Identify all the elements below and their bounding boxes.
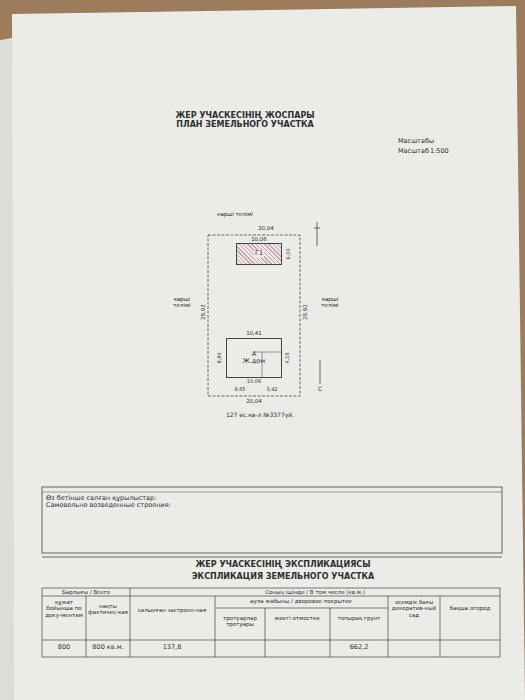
plan-label: 137,8 [132, 644, 212, 651]
building-text: Г1 [254, 250, 264, 257]
plan-label: 8,84 [217, 352, 223, 363]
plan-label: ЭКСПЛИКАЦИЯ ЗЕМЕЛЬНОГО УЧАСТКА [163, 572, 403, 581]
plan-label: 20,04 [239, 398, 269, 404]
plan-label: Соның ішінде / В том числе (кв.м.) [131, 589, 499, 595]
table-rule [388, 596, 389, 657]
room-partition [254, 352, 282, 353]
plan-label: аула жабыны / дворовое покрытие [216, 598, 386, 604]
plan-label: 29,92 [302, 304, 308, 320]
plan-label: С [314, 386, 326, 393]
building-box: Өз бетінше салған құрылыстар:Самовольно … [42, 493, 344, 521]
table-rule [86, 596, 87, 657]
orientation-line [317, 222, 318, 246]
plan-label: 29,92 [200, 304, 206, 320]
plan-label: әсемдік бағы декоратив-ный сад [389, 599, 439, 618]
plan-label: Масштабы [398, 138, 434, 145]
plan-label: бақша огород [442, 605, 498, 611]
table-rule [42, 640, 500, 641]
plan-label: Масштаб [398, 148, 429, 155]
building-box: Г1 [236, 243, 282, 265]
plan-label: 127 ес.кв-л №3377үй. [185, 412, 335, 419]
plan-label: 4,15 [285, 352, 291, 363]
table-rule [130, 588, 131, 657]
plan-label: 6,00 [286, 248, 292, 259]
plan-label: көрші телімі [217, 211, 253, 217]
plan-label: 3,42 [260, 387, 284, 393]
table-rule [440, 596, 441, 657]
plan-label: 8,65 [228, 387, 252, 393]
plan-label: құжат бойынша по доку-ментам [43, 599, 85, 618]
plan-label: Барлығы / Всего [43, 589, 129, 595]
plan-label: көрші телімі [314, 296, 346, 309]
plan-label: топырақ грунт [332, 615, 387, 621]
building-text: Өз бетінше салған құрылыстар: [46, 495, 156, 502]
plan-label: нақты фактичес-кая [87, 603, 129, 616]
plan-label: ЖЕР УЧАСКЕСІНІҢ ЭКСПЛИКАЦИЯСЫ [163, 560, 403, 569]
self-built-frame [42, 487, 502, 553]
building-text: Ж.дом [243, 358, 265, 365]
north-line [320, 360, 321, 384]
plan-label: 10,06 [244, 236, 274, 242]
table-rule [330, 608, 331, 657]
plan-label: 10,41 [239, 330, 269, 336]
table-rule [215, 608, 388, 609]
plan-label: салынған застроен-ная [132, 607, 212, 613]
self-built-rule [42, 492, 502, 493]
paper [12, 6, 525, 700]
building-text: Самовольно возведенные строения: [46, 502, 171, 509]
page-title: ЖЕР УЧАСКЕСІНІҢ ЖОСПАРЫ ПЛАН ЗЕМЕЛЬНОГО … [167, 111, 323, 129]
plan-label: 10,06 [239, 379, 269, 385]
building-box: АЖ.дом [226, 338, 282, 378]
plan-label: 20,04 [251, 225, 281, 231]
plot-boundary [208, 235, 300, 396]
plan-label: көрші телімі [166, 296, 198, 309]
separator [42, 557, 502, 558]
building-text: А [252, 351, 256, 358]
orientation-tick [314, 228, 320, 229]
table-rule [42, 596, 500, 597]
plan-label: 800 [43, 644, 85, 651]
plan-label: жиегі отмостки [266, 615, 328, 621]
plan-label: 662,2 [332, 644, 387, 651]
table-rule [215, 596, 216, 657]
table-grid [42, 588, 500, 657]
plan-label: тротуарлар тротуары [216, 615, 264, 628]
plan-label: 1:500 [430, 148, 449, 155]
table-frame [42, 588, 500, 657]
plan-label: 800 кв.м. [87, 644, 129, 651]
table-rule [265, 608, 266, 657]
